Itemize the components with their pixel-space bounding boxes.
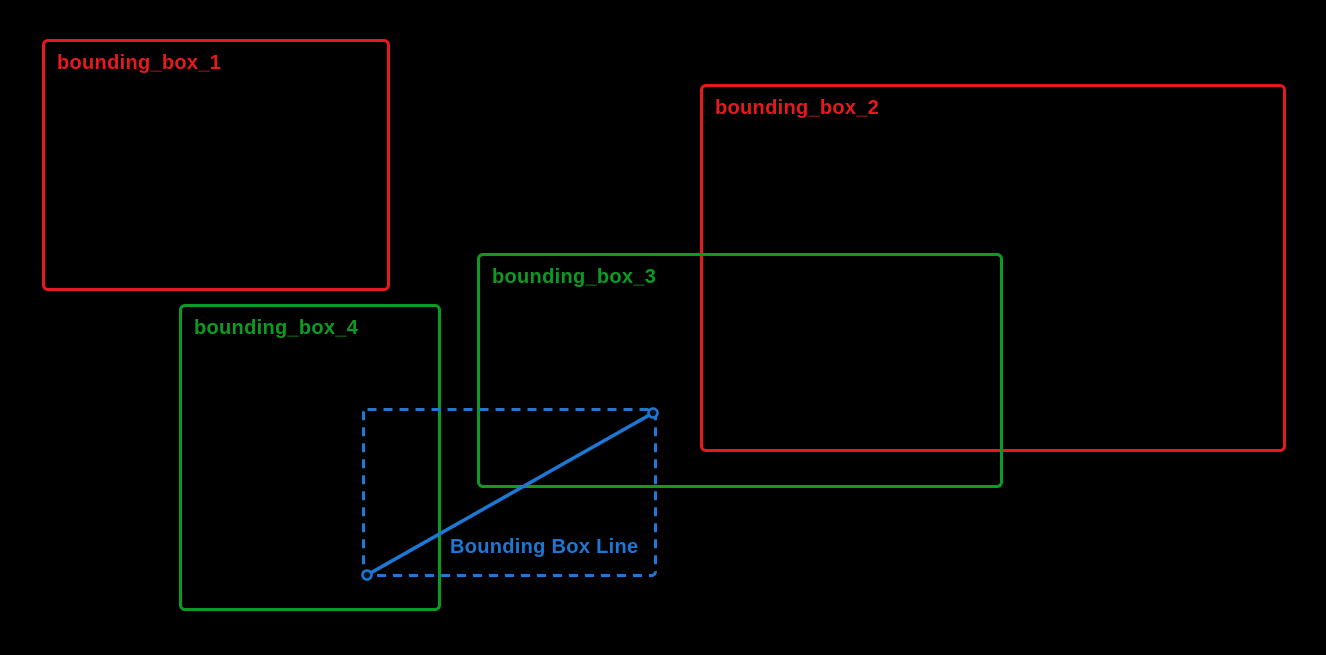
bounding-box-line-region — [362, 408, 657, 577]
bounding-box-2[interactable]: bounding_box_2 — [700, 84, 1286, 452]
annotation-line-endpoint-end[interactable] — [647, 407, 659, 419]
annotation-line-endpoint-start[interactable] — [361, 569, 373, 581]
bounding-box-1-label: bounding_box_1 — [57, 52, 222, 74]
bounding-box-2-label: bounding_box_2 — [715, 97, 880, 119]
bounding-box-line-label: Bounding Box Line — [450, 536, 639, 558]
bounding-box-4-label: bounding_box_4 — [194, 317, 359, 339]
bounding-box-3-label: bounding_box_3 — [492, 266, 657, 288]
annotation-line[interactable] — [366, 411, 654, 577]
bounding-box-1[interactable]: bounding_box_1 — [42, 39, 390, 291]
bounding-box-3[interactable]: bounding_box_3 — [477, 253, 1003, 488]
bounding-box-4[interactable]: bounding_box_4 — [179, 304, 441, 611]
